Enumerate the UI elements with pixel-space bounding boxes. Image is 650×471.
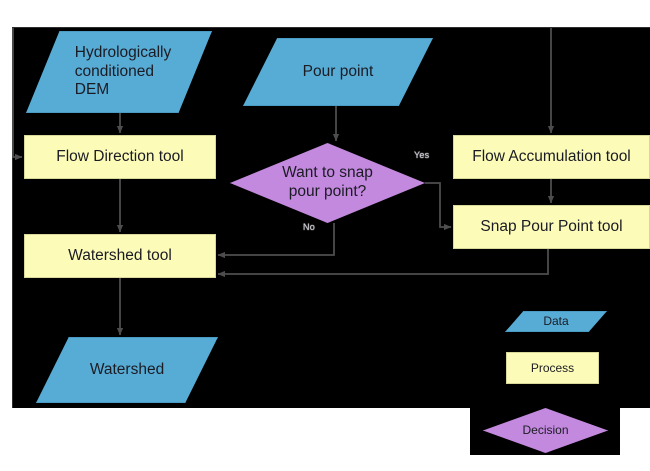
legend-item-data: Data xyxy=(505,311,607,332)
node-label: Want to snap pour point? xyxy=(282,164,373,200)
node-label: Watershed xyxy=(89,360,165,378)
node-label: Flow Accumulation tool xyxy=(472,147,631,165)
node-pour-point[interactable]: Pour point xyxy=(243,38,433,106)
node-flow-accumulation-tool[interactable]: Flow Accumulation tool xyxy=(453,135,650,179)
legend-item-process: Process xyxy=(506,352,599,384)
legend-label: Process xyxy=(530,360,575,375)
node-hydrologically-conditioned-dem[interactable]: Hydrologically conditioned DEM xyxy=(26,31,212,113)
legend-label: Decision xyxy=(522,423,569,438)
node-snap-pour-point-tool[interactable]: Snap Pour Point tool xyxy=(453,205,650,249)
node-label: Watershed tool xyxy=(68,246,172,264)
node-label: Hydrologically conditioned DEM xyxy=(74,43,172,99)
node-label: Snap Pour Point tool xyxy=(480,217,623,235)
edge-label-yes: Yes xyxy=(414,150,430,160)
node-watershed-tool[interactable]: Watershed tool xyxy=(24,234,216,278)
node-label: Flow Direction tool xyxy=(56,147,184,165)
legend-label: Data xyxy=(543,314,569,329)
edge-label-no: No xyxy=(303,222,315,232)
node-label: Pour point xyxy=(302,62,374,80)
node-flow-direction-tool[interactable]: Flow Direction tool xyxy=(24,135,216,179)
